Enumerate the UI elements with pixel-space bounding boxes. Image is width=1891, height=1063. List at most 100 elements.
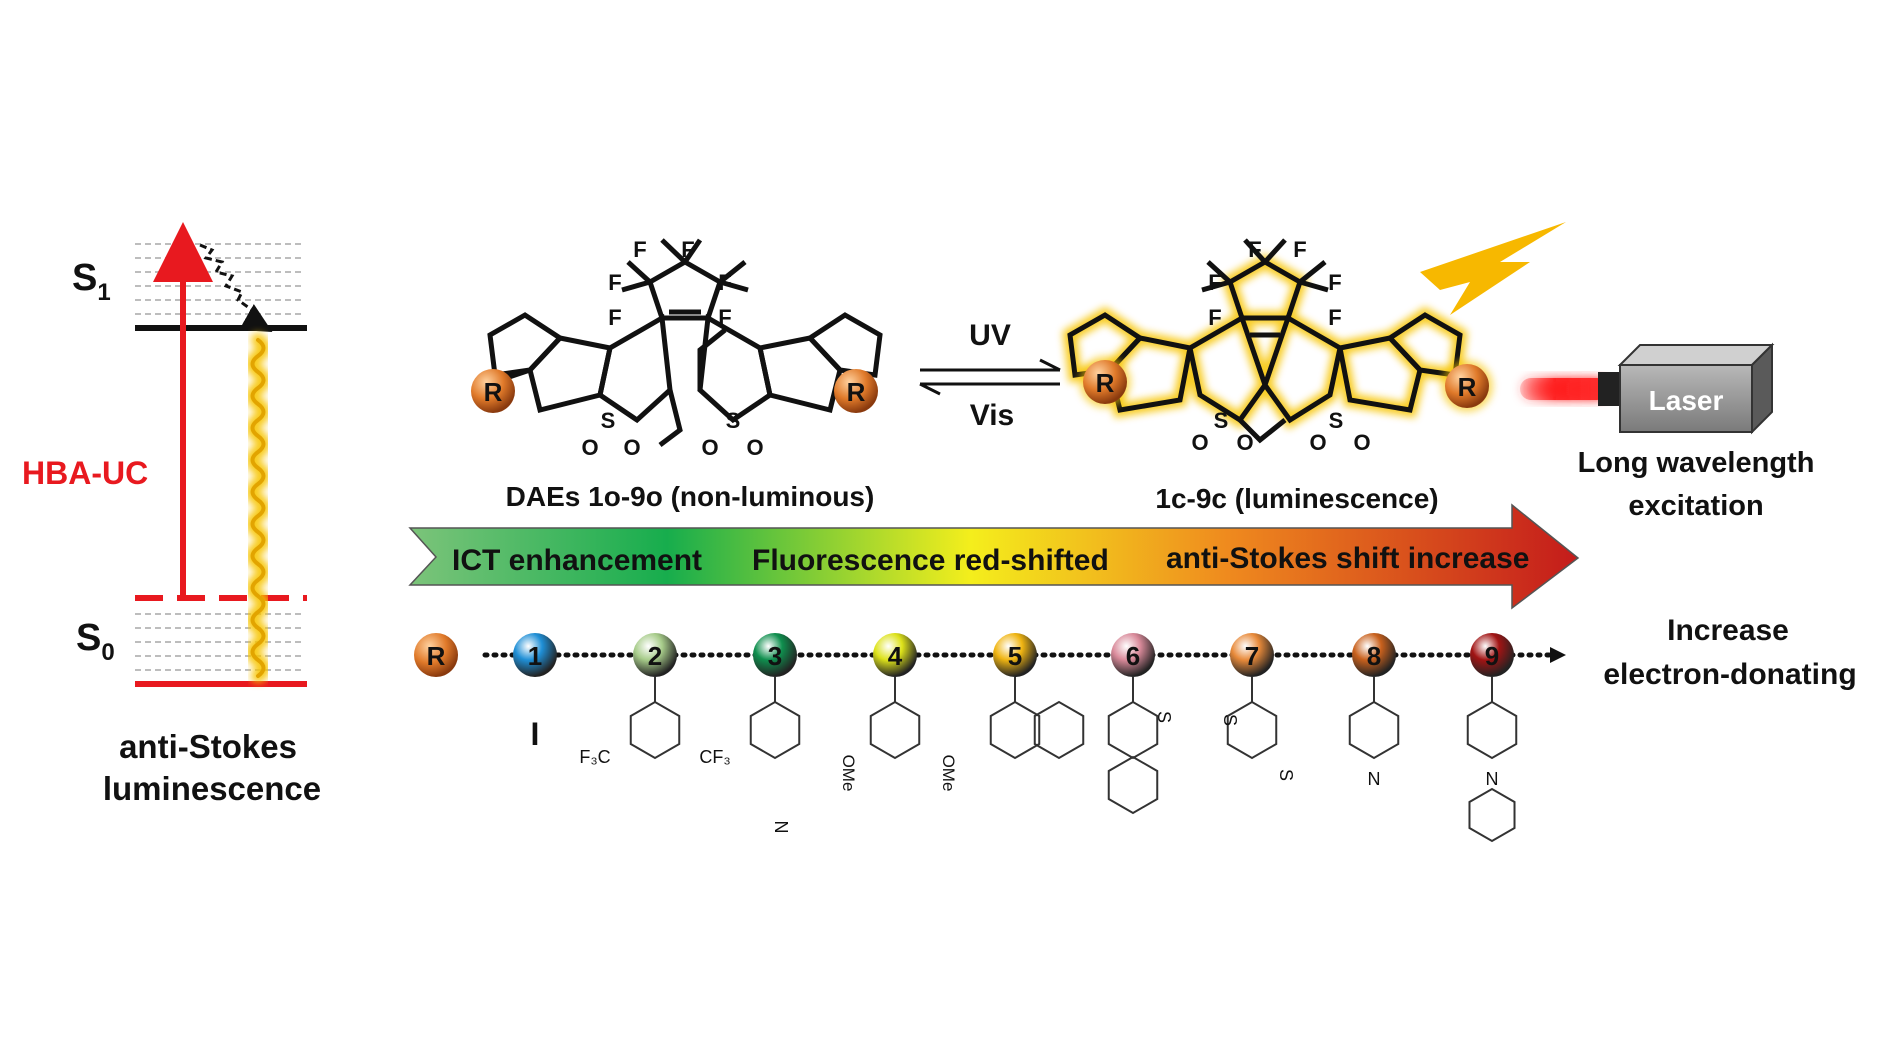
svg-text:O: O — [1191, 430, 1208, 455]
series-number-2: 2 — [648, 641, 662, 671]
open-r-substituent-left: R — [471, 369, 515, 413]
svg-text:R: R — [427, 641, 446, 671]
piperidine-ring — [1468, 787, 1516, 843]
series-number-4: 4 — [888, 641, 903, 671]
dae-closed-atoms: F F F F F F S S O O O O — [1191, 237, 1370, 455]
label-amine-8: N — [1368, 769, 1381, 789]
svg-text:F: F — [1248, 237, 1261, 262]
open-form-caption: DAEs 1o-9o (non-luminous) — [506, 481, 875, 512]
vis-label: Vis — [970, 399, 1015, 432]
series-ball-2: 2 — [633, 633, 677, 677]
laser-caption-1: Long wavelength — [1578, 447, 1815, 479]
substituent-ring-7 — [1226, 700, 1278, 760]
closed-form-caption: 1c-9c (luminescence) — [1155, 483, 1438, 514]
svg-text:O: O — [1309, 430, 1326, 455]
series-ball-4: 4 — [873, 633, 917, 677]
svg-text:F: F — [608, 305, 621, 330]
svg-text:S: S — [726, 408, 741, 433]
series-ball-9: 9 — [1470, 633, 1514, 677]
energy-level-diagram: S1 S0 HBA-UC anti-Stokes luminescence — [22, 222, 321, 807]
series-number-8: 8 — [1367, 641, 1381, 671]
substituent-ring-3 — [749, 700, 801, 760]
svg-text:F: F — [1208, 270, 1221, 295]
anti-stokes-caption-1: anti-Stokes — [119, 728, 297, 765]
series-number-7: 7 — [1245, 641, 1259, 671]
svg-text:F: F — [1328, 270, 1341, 295]
label-thiophene-s-7a: S — [1220, 714, 1240, 726]
closed-r-substituent-right: R — [1441, 360, 1493, 412]
s1-label: S1 — [72, 257, 111, 306]
series-ball-7: 7 — [1230, 633, 1274, 677]
trend-increase-label: Increase — [1667, 614, 1789, 647]
svg-text:F: F — [681, 237, 694, 262]
relaxation-arrow — [199, 243, 273, 332]
dae-open-atoms: F F F F F F S S O O O O — [581, 237, 763, 460]
svg-text:R: R — [1458, 372, 1477, 402]
svg-text:O: O — [1236, 430, 1253, 455]
laser-aperture — [1598, 372, 1622, 406]
trend-anti-stokes-shift: anti-Stokes shift increase — [1166, 542, 1529, 575]
dae-open-structure — [487, 238, 883, 447]
svg-text:O: O — [701, 435, 718, 460]
svg-text:F: F — [1293, 237, 1306, 262]
svg-text:F: F — [608, 270, 621, 295]
substituent-ring-5 — [989, 700, 1041, 760]
svg-text:O: O — [623, 435, 640, 460]
label-ome-right: OMe — [939, 755, 958, 792]
series-number-1: 1 — [528, 641, 542, 671]
trend-electron-donating-label: electron-donating — [1603, 658, 1856, 691]
label-cf3-left: F₃C — [579, 747, 610, 767]
substituent-ring-6 — [1107, 700, 1159, 760]
label-amine-9: N — [1486, 769, 1499, 789]
anti-stokes-caption-2: luminescence — [103, 770, 321, 807]
svg-text:O: O — [1353, 430, 1370, 455]
closed-r-substituent-left: R — [1079, 356, 1131, 408]
svg-text:S: S — [1329, 408, 1344, 433]
substituent-ring-4 — [869, 700, 921, 760]
svg-text:O: O — [581, 435, 598, 460]
emission-wave — [250, 338, 266, 678]
svg-text:R: R — [1096, 368, 1115, 398]
s0-vibrational-levels — [135, 613, 305, 671]
laser-label: Laser — [1649, 385, 1724, 416]
substituent-ring-9 — [1466, 700, 1518, 760]
s0-label: S0 — [76, 617, 115, 666]
label-thiophene-s-6: S — [1154, 711, 1174, 723]
laser-caption-2: excitation — [1628, 490, 1763, 522]
label-thiophene-s-7b: S — [1276, 769, 1296, 781]
svg-text:F: F — [1208, 305, 1221, 330]
series-number-5: 5 — [1008, 641, 1022, 671]
svg-text:F: F — [1328, 305, 1341, 330]
svg-text:S: S — [1214, 408, 1229, 433]
series-ball-5: 5 — [993, 633, 1037, 677]
label-cf3-right: CF₃ — [699, 747, 730, 767]
svg-text:F: F — [718, 270, 731, 295]
substituent-ring-2 — [629, 700, 681, 760]
svg-text:S: S — [601, 408, 616, 433]
series-ball-8: 8 — [1352, 633, 1396, 677]
svg-text:R: R — [847, 377, 866, 407]
uv-label: UV — [969, 319, 1011, 352]
series-ball-6: 6 — [1111, 633, 1155, 677]
series-number-3: 3 — [768, 641, 782, 671]
naphthyl-second-ring — [1033, 700, 1085, 760]
photoswitch-arrows — [919, 358, 1061, 396]
trend-ict-enhancement: ICT enhancement — [452, 544, 702, 577]
series-arrowhead — [1550, 647, 1566, 663]
svg-text:R: R — [484, 377, 503, 407]
trend-fluorescence-red-shifted: Fluorescence red-shifted — [752, 544, 1109, 577]
series-substituent-iodo: I — [531, 716, 540, 752]
series-number-6: 6 — [1126, 641, 1140, 671]
laser-device: Laser — [1520, 342, 1775, 435]
svg-text:F: F — [718, 305, 731, 330]
open-r-substituent-right: R — [834, 369, 878, 413]
label-nitrile: N — [771, 821, 791, 834]
hba-uc-label: HBA-UC — [22, 455, 148, 491]
series-ball-3: 3 — [753, 633, 797, 677]
svg-text:F: F — [633, 237, 646, 262]
lightning-bolt-icon — [1420, 222, 1566, 315]
label-ome-left: OMe — [839, 755, 858, 792]
s1-vibrational-levels — [135, 243, 305, 315]
